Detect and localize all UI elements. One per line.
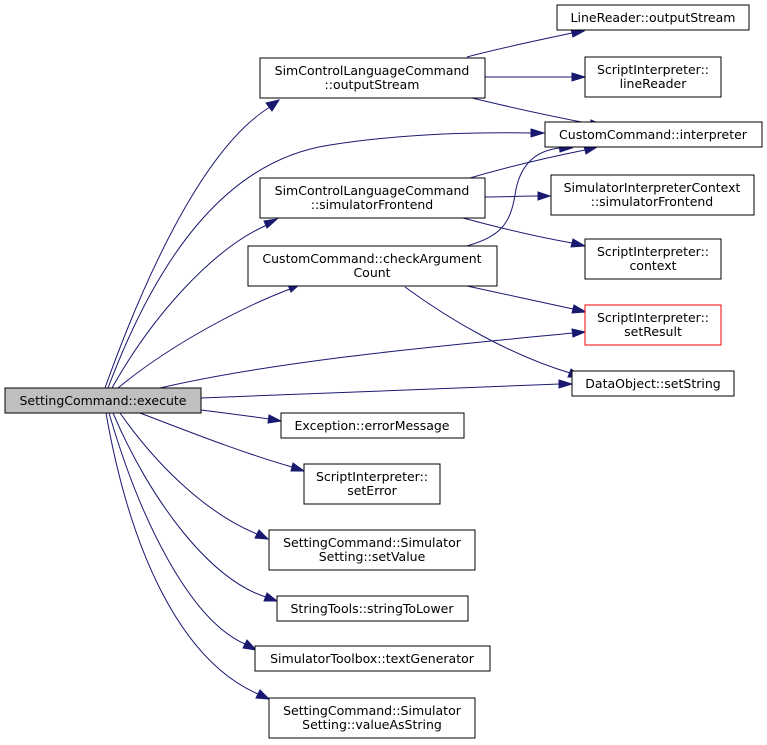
node-label-line1: SimControlLanguageCommand xyxy=(275,183,470,198)
node-label-line1: SimulatorInterpreterContext xyxy=(564,180,741,195)
node-label-line1: ScriptInterpreter:: xyxy=(597,310,709,325)
edge-execute-to-setresult xyxy=(159,328,587,389)
node-label-line2: Setting::valueAsString xyxy=(302,717,442,732)
node-label-line1: CustomCommand::checkArgument xyxy=(262,251,481,266)
node-scriptinterpreter-context[interactable]: ScriptInterpreter:: context xyxy=(584,238,722,280)
edge-execute-to-scl-frontend xyxy=(111,218,279,389)
node-stringtools-stringtolower[interactable]: StringTools::stringToLower xyxy=(276,595,469,622)
edge-execute-to-valueasstring xyxy=(105,412,271,700)
edge-scl-outputstream-to-linereader xyxy=(466,28,586,58)
node-label-line2: ::simulatorFrontend xyxy=(591,194,714,209)
node-label: StringTools::stringToLower xyxy=(290,601,454,616)
node-label-line1: ScriptInterpreter:: xyxy=(316,469,428,484)
edge-checkargument-to-setstring xyxy=(404,286,584,378)
node-customcommand-checkargumentcount[interactable]: CustomCommand::checkArgument Count xyxy=(247,245,498,287)
node-label: SimulatorToolbox::textGenerator xyxy=(270,651,475,666)
node-customcommand-interpreter[interactable]: CustomCommand::interpreter xyxy=(544,121,763,148)
node-label-line1: SettingCommand::Simulator xyxy=(283,703,462,718)
edge-execute-to-scl-outputstream xyxy=(104,99,281,389)
node-label: SettingCommand::execute xyxy=(20,393,187,408)
edge-execute-to-interpreter xyxy=(107,128,546,389)
node-scl-outputstream[interactable]: SimControlLanguageCommand ::outputStream xyxy=(259,57,486,99)
node-exception-errormessage[interactable]: Exception::errorMessage xyxy=(280,412,465,439)
edge-scl-frontend-to-interpreter xyxy=(462,145,599,181)
node-label: Exception::errorMessage xyxy=(295,418,450,433)
node-label-line2: setError xyxy=(347,483,397,498)
node-label: LineReader::outputStream xyxy=(571,10,736,25)
node-label-line2: setResult xyxy=(624,324,682,339)
node-scriptinterpreter-seterror[interactable]: ScriptInterpreter:: setError xyxy=(303,463,441,505)
edge-execute-to-seterror xyxy=(139,412,306,472)
node-label-line1: ScriptInterpreter:: xyxy=(597,62,709,77)
node-label: DataObject::setString xyxy=(585,376,720,391)
edge-scl-outputstream-to-si-linereader xyxy=(484,72,587,82)
node-label-line2: ::simulatorFrontend xyxy=(311,197,434,212)
node-scl-simulatorfrontend[interactable]: SimControlLanguageCommand ::simulatorFro… xyxy=(259,177,486,219)
node-settingcommand-simulatorsetting-valueasstring[interactable]: SettingCommand::Simulator Setting::value… xyxy=(268,697,476,739)
edge-execute-to-setstring xyxy=(200,379,574,399)
node-simulatortoolbox-textgenerator[interactable]: SimulatorToolbox::textGenerator xyxy=(254,645,491,672)
node-dataobject-setstring[interactable]: DataObject::setString xyxy=(571,370,735,397)
edge-execute-to-errormessage xyxy=(200,409,283,424)
node-settingcommand-simulatorsetting-setvalue[interactable]: SettingCommand::Simulator Setting::setVa… xyxy=(268,529,476,571)
node-label-line2: lineReader xyxy=(620,76,688,91)
edge-checkargument-to-setresult xyxy=(466,285,588,314)
edge-scl-frontend-to-sic-frontend xyxy=(484,191,552,201)
node-scriptinterpreter-linereader[interactable]: ScriptInterpreter:: lineReader xyxy=(584,56,722,98)
node-label-line2: Count xyxy=(353,265,390,280)
node-scriptinterpreter-setresult[interactable]: ScriptInterpreter:: setResult xyxy=(584,304,722,346)
node-label: CustomCommand::interpreter xyxy=(559,127,748,142)
edge-execute-to-textgenerator xyxy=(108,412,258,651)
edge-execute-to-stringtolower xyxy=(112,412,279,602)
node-label-line1: SettingCommand::Simulator xyxy=(283,535,462,550)
node-label-line1: SimControlLanguageCommand xyxy=(275,63,470,78)
node-label-line1: ScriptInterpreter:: xyxy=(597,244,709,259)
node-label-line2: ::outputStream xyxy=(325,77,420,92)
node-label-line2: Setting::setValue xyxy=(319,549,426,564)
edge-execute-to-setvalue xyxy=(119,412,270,540)
node-simulatorinterpretercontext-simulatorfrontend[interactable]: SimulatorInterpreterContext ::simulatorF… xyxy=(550,174,755,216)
edge-scl-frontend-to-si-context xyxy=(462,217,587,248)
node-linereader-outputstream[interactable]: LineReader::outputStream xyxy=(556,4,750,31)
node-label-line2: context xyxy=(629,258,676,273)
node-setting-command-execute[interactable]: SettingCommand::execute xyxy=(4,387,202,414)
